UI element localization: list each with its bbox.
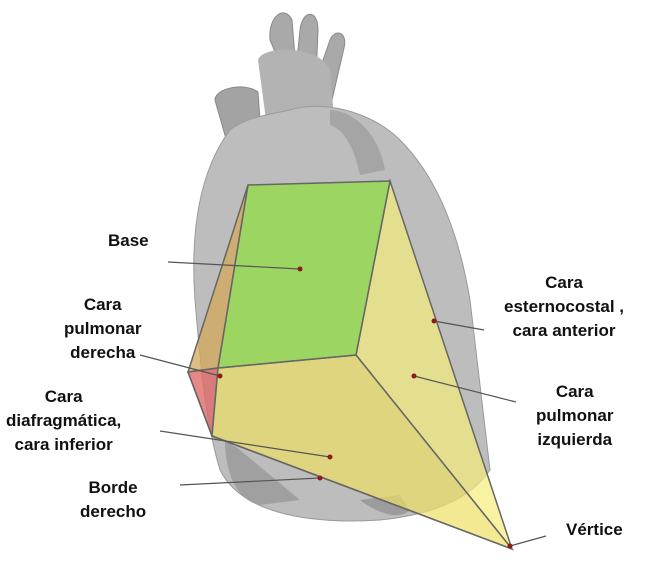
- label-cara-pulmonar-izquierda: Cara pulmonar izquierda: [536, 382, 614, 449]
- dot-base: [297, 266, 303, 272]
- dot-diafragmatica: [327, 454, 333, 460]
- marker-dots: [217, 266, 513, 549]
- leader-base: [167, 261, 301, 270]
- leader-pulmonar-derecha: [139, 354, 221, 377]
- dot-vertice: [507, 543, 513, 549]
- label-vertice: Vértice: [566, 520, 623, 539]
- label-cara-pulmonar-derecha: Cara pulmonar derecha: [64, 295, 142, 362]
- leader-pulmonar-izquierda: [413, 375, 517, 403]
- face-base: [217, 180, 391, 369]
- leader-diafragmatica: [159, 430, 331, 458]
- label-borde-derecho: Borde derecho: [80, 478, 147, 521]
- pyramid-faces: [186, 178, 515, 551]
- leader-vertice: [509, 535, 547, 547]
- dot-esternocostal: [431, 318, 437, 324]
- label-cara-esternocostal: Cara esternocostal , cara anterior: [504, 273, 624, 340]
- label-base: Base: [108, 231, 149, 250]
- leader-lines: [139, 261, 547, 547]
- dot-borde-derecho: [317, 475, 323, 481]
- leader-borde-derecho: [179, 477, 321, 486]
- leader-esternocostal: [433, 320, 485, 331]
- label-cara-diafragmatica: Cara diafragmática, cara inferior: [6, 387, 122, 454]
- dot-pulmonar-izquierda: [411, 373, 417, 379]
- dot-pulmonar-derecha: [217, 373, 223, 379]
